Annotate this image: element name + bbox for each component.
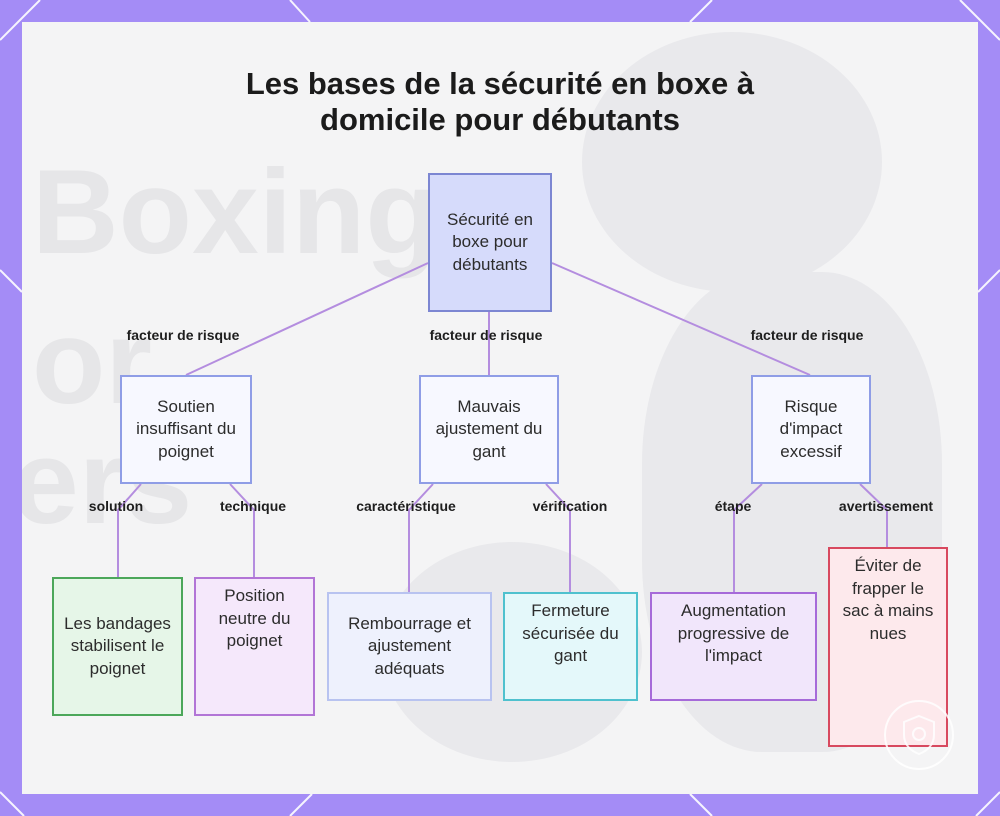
edge-label: technique xyxy=(220,497,286,515)
node-neutral-position: Position neutre du poignet xyxy=(194,577,315,716)
node-glove-fit: Mauvais ajustement du gant xyxy=(419,375,559,484)
edge-label: avertissement xyxy=(839,497,933,515)
edge-root-to-impact xyxy=(552,263,810,375)
shield-logo-icon xyxy=(884,700,954,770)
node-text: Position neutre du poignet xyxy=(206,585,303,653)
node-text: Éviter de frapper le sac à mains nues xyxy=(840,555,936,645)
edge-label: facteur de risque xyxy=(430,326,543,344)
node-wrist-support: Soutien insuffisant du poignet xyxy=(120,375,252,484)
node-padding-fit: Rembourrage et ajustement adéquats xyxy=(327,592,492,701)
edge-label: solution xyxy=(89,497,143,515)
node-text: Rembourrage et ajustement adéquats xyxy=(339,613,480,681)
node-text: Mauvais ajustement du gant xyxy=(431,396,547,464)
node-impact-risk: Risque d'impact excessif xyxy=(751,375,871,484)
edge-label: facteur de risque xyxy=(751,326,864,344)
edge-label: étape xyxy=(715,497,752,515)
edge-label: facteur de risque xyxy=(127,326,240,344)
shield-glyph xyxy=(899,713,939,757)
edge-label: vérification xyxy=(533,497,608,515)
root-node: Sécurité en boxe pour débutants xyxy=(428,173,552,312)
node-glove-closure: Fermeture sécurisée du gant xyxy=(503,592,638,701)
node-text: Sécurité en boxe pour débutants xyxy=(440,209,540,277)
node-progressive-impact: Augmentation progressive de l'impact xyxy=(650,592,817,701)
node-text: Les bandages stabilisent le poignet xyxy=(64,613,171,681)
node-text: Soutien insuffisant du poignet xyxy=(132,396,240,464)
edge-label: caractéristique xyxy=(356,497,456,515)
node-text: Risque d'impact excessif xyxy=(763,396,859,464)
node-text: Augmentation progressive de l'impact xyxy=(662,600,805,668)
edge-root-to-wrist xyxy=(186,263,428,375)
edge-impact-to-barehand xyxy=(860,484,887,547)
node-bandages: Les bandages stabilisent le poignet xyxy=(52,577,183,716)
node-text: Fermeture sécurisée du gant xyxy=(515,600,626,668)
